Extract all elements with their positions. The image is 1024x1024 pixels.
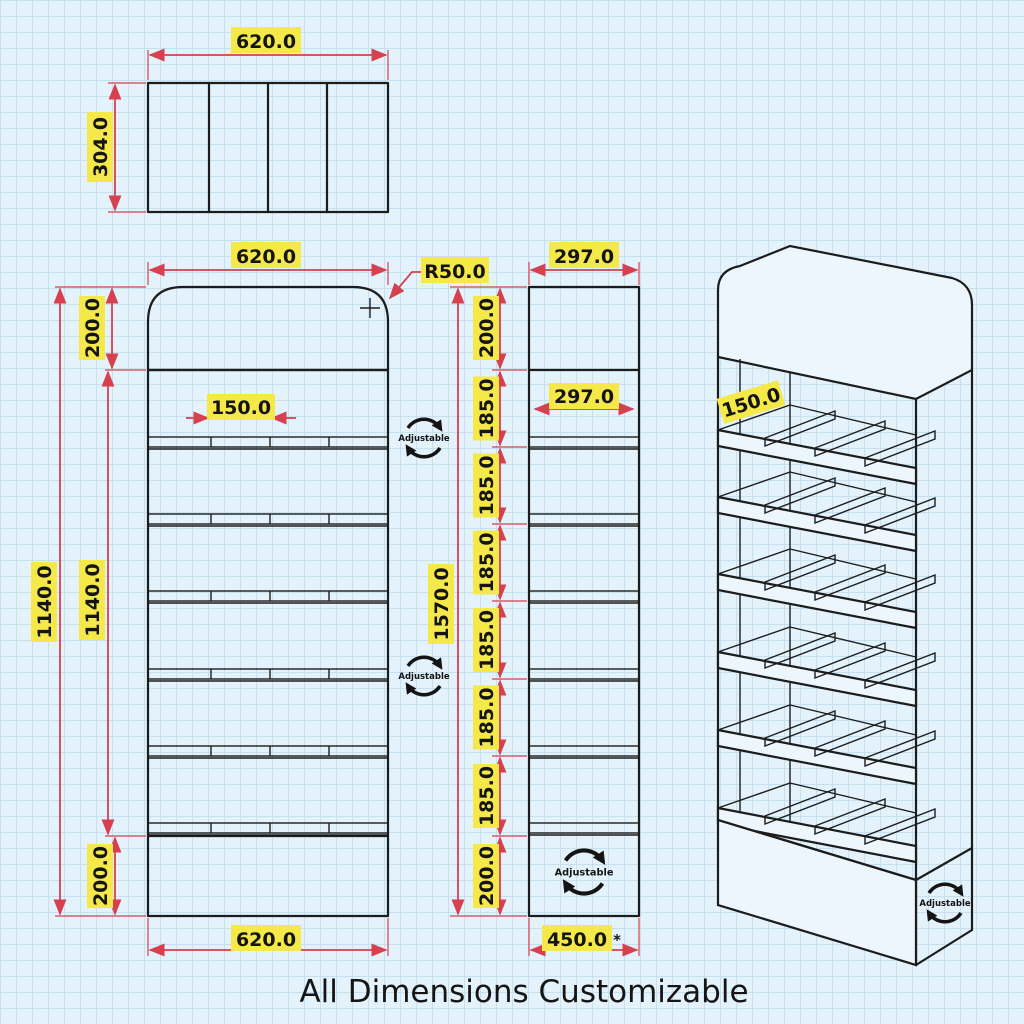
svg-text:297.0: 297.0 xyxy=(554,246,614,268)
svg-text:620.0: 620.0 xyxy=(236,246,296,268)
label-front-width-bottom: 620.0 xyxy=(231,925,301,951)
svg-text:304.0: 304.0 xyxy=(90,117,112,177)
svg-text:450.0: 450.0 xyxy=(547,929,607,951)
adjustable-rotate-icon: Adjustable xyxy=(919,882,971,924)
iso-shelf xyxy=(716,548,936,630)
label-front-width-top: 620.0 xyxy=(231,242,301,268)
label-side-shelf-spacing: 185.0 xyxy=(473,764,499,828)
svg-text:1140.0: 1140.0 xyxy=(82,563,104,636)
front-shelf xyxy=(147,513,389,527)
adjustable-rotate-icon: Adjustable xyxy=(398,655,450,697)
label-front-shelf-zone: 1140.0 xyxy=(79,560,105,640)
side-shelf xyxy=(528,668,640,682)
side-shelf xyxy=(528,822,640,836)
label-side-shelf-spacing: 185.0 xyxy=(473,376,499,441)
svg-text:185.0: 185.0 xyxy=(476,532,498,592)
iso-base-top xyxy=(716,818,974,882)
label-side-total-height: 1570.0 xyxy=(428,564,454,644)
label-side-shelf-spacing: 185.0 xyxy=(473,685,499,750)
adjustable-rotate-icon: Adjustable xyxy=(398,417,450,459)
dim-radius-leader xyxy=(388,271,425,300)
label-side-shelf-spacing: 185.0 xyxy=(473,530,499,595)
caption: All Dimensions Customizable xyxy=(299,974,748,1010)
label-divider-spacing: 150.0 xyxy=(207,394,275,420)
label-side-shelf-spacing: 185.0 xyxy=(473,453,499,518)
side-shelf xyxy=(528,436,640,450)
top-view xyxy=(146,81,390,214)
label-front-base-height: 200.0 xyxy=(87,844,113,908)
adjustable-label: Adjustable xyxy=(398,672,449,682)
side-shelf-dimension-lines xyxy=(492,370,527,837)
iso-shelves xyxy=(716,404,936,864)
iso-base-bottom-edge xyxy=(914,928,974,967)
label-side-base-height: 200.0 xyxy=(473,844,499,908)
iso-view xyxy=(716,244,974,967)
side-spacing-labels: 185.0 185.0 185.0 185.0 185.0 185.0 xyxy=(473,376,499,828)
svg-text:1570.0: 1570.0 xyxy=(431,567,453,640)
label-side-shelf-depth: 297.0 xyxy=(549,383,619,409)
front-view xyxy=(146,285,390,918)
iso-shelf xyxy=(716,626,936,708)
label-top-depth: 304.0 xyxy=(87,112,113,182)
svg-text:185.0: 185.0 xyxy=(476,455,498,515)
label-corner-radius: R50.0 xyxy=(421,257,489,283)
svg-text:620.0: 620.0 xyxy=(236,31,296,53)
label-side-shelf-spacing: 185.0 xyxy=(473,608,499,672)
adjustable-rotate-icon: Adjustable xyxy=(555,848,614,896)
dimension-lines xyxy=(53,48,640,957)
svg-text:185.0: 185.0 xyxy=(476,766,498,826)
front-shelf xyxy=(147,436,389,450)
svg-text:185.0: 185.0 xyxy=(476,687,498,747)
iso-shelf xyxy=(716,471,936,553)
svg-text:620.0: 620.0 xyxy=(236,929,296,951)
side-shelf xyxy=(528,590,640,604)
front-shelf xyxy=(147,590,389,604)
svg-text:200.0: 200.0 xyxy=(82,298,104,358)
svg-text:200.0: 200.0 xyxy=(476,846,498,906)
base-depth-marker: * xyxy=(613,931,621,949)
front-frame xyxy=(146,368,390,918)
iso-shelf xyxy=(716,404,936,486)
svg-text:R50.0: R50.0 xyxy=(424,261,486,283)
iso-header-panel xyxy=(716,244,974,401)
front-shelf xyxy=(147,745,389,759)
side-shelf xyxy=(528,513,640,527)
label-front-header-height: 200.0 xyxy=(79,296,105,360)
svg-text:185.0: 185.0 xyxy=(476,610,498,670)
adjustable-label: Adjustable xyxy=(555,867,614,878)
label-side-base-depth: 450.0 * xyxy=(542,925,621,951)
label-front-total-height: 1140.0 xyxy=(31,562,57,642)
label-iso-divider-spacing: 150.0 xyxy=(716,380,786,424)
iso-shelf xyxy=(716,704,936,786)
iso-shelf xyxy=(716,782,936,864)
side-view xyxy=(527,285,641,918)
label-top-width: 620.0 xyxy=(231,27,301,53)
side-shelves xyxy=(528,436,640,836)
svg-text:1140.0: 1140.0 xyxy=(34,565,56,638)
front-shelf xyxy=(147,822,389,836)
adjustable-label: Adjustable xyxy=(919,899,970,909)
svg-text:200.0: 200.0 xyxy=(476,298,498,358)
side-shelf xyxy=(528,745,640,759)
svg-text:200.0: 200.0 xyxy=(90,846,112,906)
svg-text:150.0: 150.0 xyxy=(211,397,271,419)
front-header-panel xyxy=(146,285,390,372)
front-shelves xyxy=(147,436,389,836)
dimension-labels: 620.0 304.0 620.0 R50.0 200.0 150.0 1140… xyxy=(31,27,786,951)
adjustable-label: Adjustable xyxy=(398,434,449,444)
label-side-depth-top: 297.0 xyxy=(549,242,619,268)
svg-text:185.0: 185.0 xyxy=(476,378,498,438)
label-side-header-height: 200.0 xyxy=(473,296,499,360)
front-shelf xyxy=(147,668,389,682)
svg-text:297.0: 297.0 xyxy=(554,386,614,408)
